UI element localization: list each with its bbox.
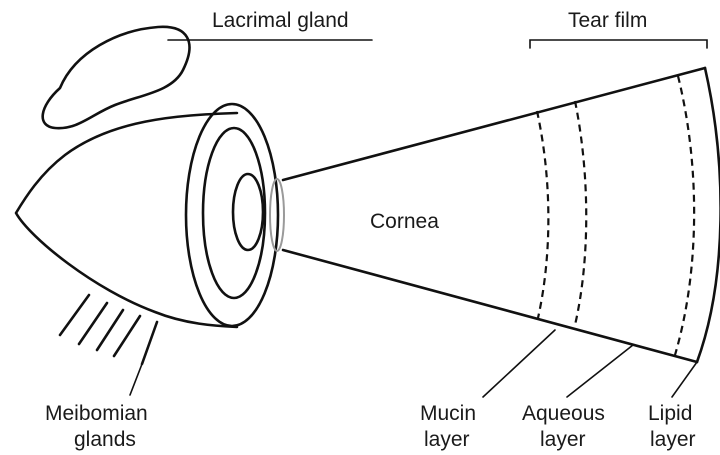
tear-film-label: Tear film bbox=[568, 9, 647, 32]
magnified-cone-top bbox=[283, 68, 705, 180]
magnified-outer-surface bbox=[697, 68, 720, 362]
lacrimal-gland-label: Lacrimal gland bbox=[212, 9, 349, 32]
meibomian-leader bbox=[130, 364, 142, 395]
magnified-cone-bottom bbox=[283, 250, 697, 362]
meibomian-gland-3 bbox=[97, 310, 123, 350]
lipid-layer-boundary bbox=[675, 76, 694, 355]
lacrimal-gland-shape bbox=[43, 27, 190, 128]
meibomian-gland-4 bbox=[114, 316, 140, 356]
lipid-leader bbox=[672, 362, 697, 397]
meibomian-gland-1 bbox=[60, 295, 89, 335]
mucin-label-line1: Mucin bbox=[420, 402, 476, 425]
tear-film-bracket bbox=[530, 40, 707, 48]
mucin-leader bbox=[483, 330, 555, 397]
mucin-layer-boundary bbox=[537, 111, 548, 318]
meibomian-gland-5 bbox=[142, 322, 157, 364]
aqueous-layer-boundary bbox=[575, 101, 586, 325]
lipid-label-line2: layer bbox=[650, 428, 696, 451]
meibomian-label-line2: glands bbox=[74, 428, 136, 451]
aqueous-label-line2: layer bbox=[540, 428, 586, 451]
cornea-label: Cornea bbox=[370, 210, 439, 233]
pupil bbox=[233, 174, 263, 250]
aqueous-label-line1: Aqueous bbox=[522, 402, 605, 425]
lipid-label-line1: Lipid bbox=[648, 402, 692, 425]
meibomian-gland-2 bbox=[79, 303, 107, 344]
aqueous-leader bbox=[567, 345, 633, 397]
meibomian-glands bbox=[60, 295, 157, 364]
meibomian-label-line1: Meibomian bbox=[45, 402, 148, 425]
mucin-label-line2: layer bbox=[424, 428, 470, 451]
